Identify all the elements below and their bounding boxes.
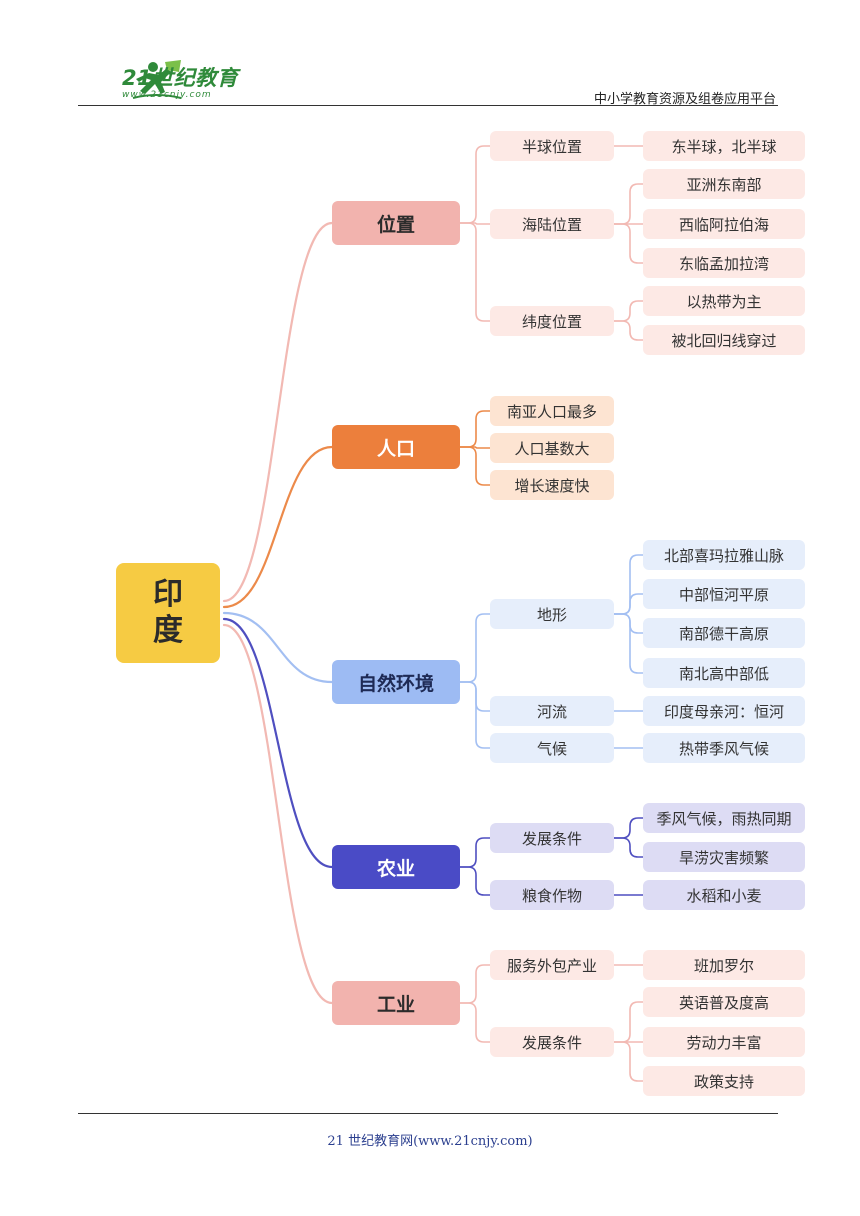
sub-grain-crops: 粮食作物 bbox=[490, 880, 614, 910]
connector-line bbox=[614, 320, 643, 341]
sub-item: 南亚人口最多 bbox=[490, 396, 614, 426]
branch-industry: 工业 bbox=[332, 981, 460, 1025]
leaf-item: 劳动力丰富 bbox=[643, 1027, 805, 1057]
connector-line bbox=[222, 445, 334, 609]
leaf-item: 西临阿拉伯海 bbox=[643, 209, 805, 239]
leaf-item: 南部德干高原 bbox=[643, 618, 805, 648]
sub-latitude: 纬度位置 bbox=[490, 306, 614, 336]
leaf-item: 亚洲东南部 bbox=[643, 169, 805, 199]
sub-conditions: 发展条件 bbox=[490, 1027, 614, 1057]
sub-hemisphere: 半球位置 bbox=[490, 131, 614, 161]
sub-terrain: 地形 bbox=[490, 599, 614, 629]
connector-line bbox=[460, 681, 490, 749]
connector-line bbox=[222, 221, 334, 603]
branch-population: 人口 bbox=[332, 425, 460, 469]
connector-line bbox=[614, 817, 643, 839]
connector-line bbox=[460, 1002, 490, 1043]
connector-line bbox=[614, 1001, 643, 1043]
leaf-item: 印度母亲河：恒河 bbox=[643, 696, 805, 726]
logo-text: 21世纪教育 bbox=[122, 66, 239, 90]
leaf-item: 中部恒河平原 bbox=[643, 579, 805, 609]
header-platform-text: 中小学教育资源及组卷应用平台 bbox=[593, 92, 776, 107]
leaf-item: 东半球，北半球 bbox=[643, 131, 805, 161]
logo-url: www.21cnjy.com bbox=[122, 90, 212, 100]
connector-line bbox=[614, 223, 643, 264]
footer-text: 21 世纪教育网(www.21cnjy.com) bbox=[327, 1134, 533, 1149]
leaf-item: 政策支持 bbox=[643, 1066, 805, 1096]
sub-outsourcing: 服务外包产业 bbox=[490, 950, 614, 980]
connector-line bbox=[222, 617, 334, 869]
leaf-item: 以热带为主 bbox=[643, 286, 805, 316]
connector-line bbox=[460, 613, 490, 683]
leaf-item: 水稻和小麦 bbox=[643, 880, 805, 910]
connector-line bbox=[460, 222, 490, 322]
connector-line bbox=[614, 1041, 643, 1082]
sub-climate: 气候 bbox=[490, 733, 614, 763]
connector-line bbox=[614, 593, 643, 615]
leaf-item: 东临孟加拉湾 bbox=[643, 248, 805, 278]
header-divider bbox=[78, 105, 778, 106]
branch-natural-environment: 自然环境 bbox=[332, 660, 460, 704]
connector-line bbox=[460, 446, 490, 486]
sub-item: 增长速度快 bbox=[490, 470, 614, 500]
leaf-item: 热带季风气候 bbox=[643, 733, 805, 763]
leaf-item: 北部喜玛拉雅山脉 bbox=[643, 540, 805, 570]
connector-line bbox=[460, 837, 490, 868]
leaf-item: 英语普及度高 bbox=[643, 987, 805, 1017]
root-label-line2: 度 bbox=[153, 613, 183, 648]
footer-divider bbox=[78, 1113, 778, 1114]
leaf-item: 南北高中部低 bbox=[643, 658, 805, 688]
connector-line bbox=[614, 837, 643, 858]
sub-land-sea: 海陆位置 bbox=[490, 209, 614, 239]
connector-line bbox=[222, 611, 334, 684]
connector-line bbox=[614, 183, 643, 225]
sub-item: 人口基数大 bbox=[490, 433, 614, 463]
connector-line bbox=[460, 446, 490, 449]
connector-line bbox=[614, 613, 643, 674]
branch-location: 位置 bbox=[332, 201, 460, 245]
connector-line bbox=[460, 866, 490, 896]
connector-line bbox=[460, 964, 490, 1004]
logo-runner-icon bbox=[132, 60, 182, 99]
leaf-item: 旱涝灾害频繁 bbox=[643, 842, 805, 872]
branch-agriculture: 农业 bbox=[332, 845, 460, 889]
sub-river: 河流 bbox=[490, 696, 614, 726]
connector-line bbox=[460, 410, 490, 448]
connector-line bbox=[614, 300, 643, 322]
connector-line bbox=[614, 554, 643, 615]
leaf-item: 班加罗尔 bbox=[643, 950, 805, 980]
connector-line bbox=[222, 623, 334, 1005]
leaf-item: 被北回归线穿过 bbox=[643, 325, 805, 355]
leaf-item: 季风气候，雨热同期 bbox=[643, 803, 805, 833]
root-label-line1: 印 bbox=[153, 577, 183, 612]
connector-line bbox=[460, 222, 490, 225]
sub-conditions: 发展条件 bbox=[490, 823, 614, 853]
mindmap-root: 印 度 bbox=[116, 563, 220, 663]
connector-line bbox=[460, 145, 490, 224]
